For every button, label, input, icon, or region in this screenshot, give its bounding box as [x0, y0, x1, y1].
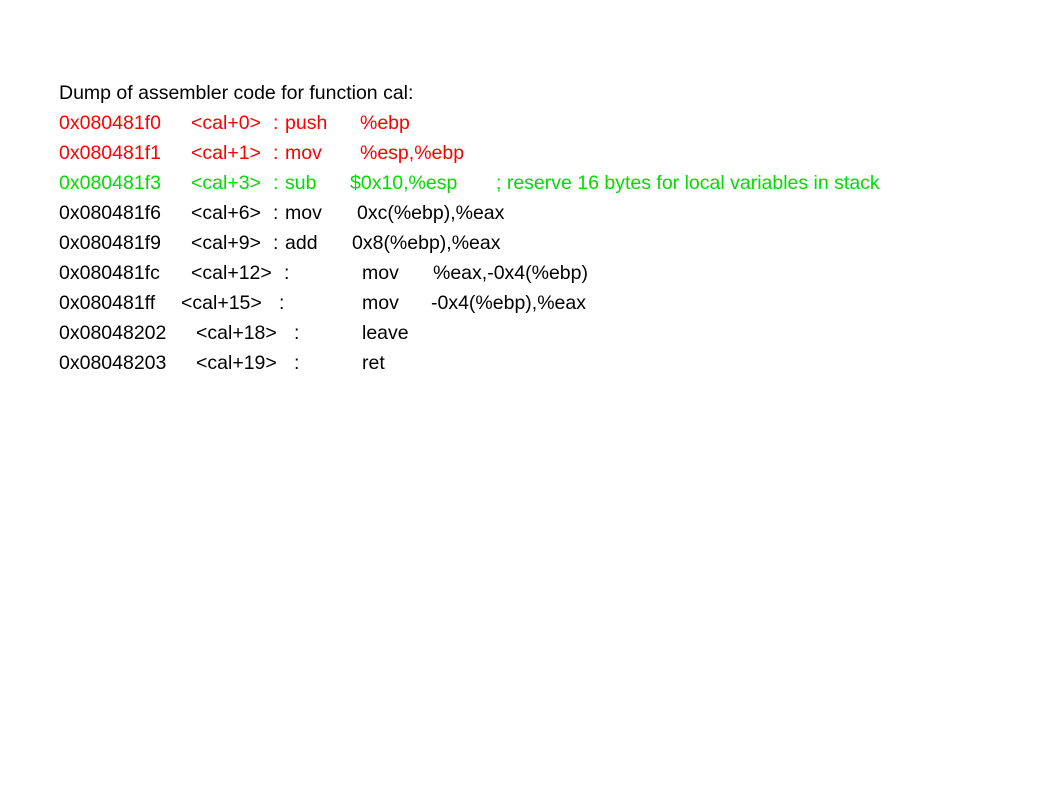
- asm-symbol-label: <cal+3>: [191, 172, 261, 194]
- asm-mnemonic: mov: [285, 202, 322, 224]
- asm-operands: 0xc(%ebp),%eax: [357, 202, 505, 224]
- asm-separator: :: [273, 202, 279, 224]
- assembly-dump: Dump of assembler code for function cal:…: [59, 78, 1039, 378]
- asm-address: 0x080481f9: [59, 232, 161, 254]
- asm-symbol-label: <cal+15>: [181, 292, 262, 314]
- asm-operands: $0x10,%esp: [350, 172, 458, 194]
- asm-mnemonic: add: [285, 232, 318, 254]
- asm-line: 0x08048203 <cal+19> : ret: [59, 348, 1039, 378]
- asm-symbol-label: <cal+0>: [191, 112, 261, 134]
- asm-address: 0x080481f6: [59, 202, 161, 224]
- asm-symbol-label: <cal+9>: [191, 232, 261, 254]
- asm-mnemonic: leave: [362, 322, 409, 344]
- asm-line: 0x080481f0 <cal+0> : push %ebp: [59, 108, 1039, 138]
- asm-symbol-label: <cal+1>: [191, 142, 261, 164]
- asm-mnemonic: mov: [362, 262, 399, 284]
- asm-symbol-label: <cal+18>: [196, 322, 277, 344]
- asm-separator: :: [279, 292, 285, 314]
- asm-separator: :: [294, 352, 300, 374]
- asm-mnemonic: push: [285, 112, 328, 134]
- asm-separator: :: [284, 262, 290, 284]
- asm-separator: :: [273, 232, 279, 254]
- asm-mnemonic: mov: [285, 142, 322, 164]
- dump-heading: Dump of assembler code for function cal:: [59, 78, 1039, 108]
- asm-operands: -0x4(%ebp),%eax: [431, 292, 586, 314]
- asm-address: 0x080481f0: [59, 112, 161, 134]
- asm-mnemonic: ret: [362, 352, 385, 374]
- asm-separator: :: [273, 172, 279, 194]
- asm-line: 0x080481f9 <cal+9> : add 0x8(%ebp),%eax: [59, 228, 1039, 258]
- asm-comment: ; reserve 16 bytes for local variables i…: [496, 172, 880, 194]
- asm-separator: :: [294, 322, 300, 344]
- asm-symbol-label: <cal+6>: [191, 202, 261, 224]
- asm-line: 0x080481f6 <cal+6> : mov 0xc(%ebp),%eax: [59, 198, 1039, 228]
- asm-line: 0x080481ff <cal+15> : mov -0x4(%ebp),%ea…: [59, 288, 1039, 318]
- asm-address: 0x080481fc: [59, 262, 160, 284]
- asm-symbol-label: <cal+12>: [191, 262, 272, 284]
- asm-line: 0x08048202 <cal+18> : leave: [59, 318, 1039, 348]
- asm-symbol-label: <cal+19>: [196, 352, 277, 374]
- asm-address: 0x08048203: [59, 352, 167, 374]
- dump-heading-text: Dump of assembler code for function cal:: [59, 82, 414, 104]
- asm-address: 0x080481f1: [59, 142, 161, 164]
- asm-operands: %esp,%ebp: [360, 142, 465, 164]
- asm-mnemonic: mov: [362, 292, 399, 314]
- asm-line: 0x080481f1 <cal+1> : mov %esp,%ebp: [59, 138, 1039, 168]
- asm-address: 0x080481ff: [59, 292, 156, 314]
- asm-separator: :: [273, 142, 279, 164]
- asm-operands: 0x8(%ebp),%eax: [352, 232, 501, 254]
- asm-mnemonic: sub: [285, 172, 317, 194]
- asm-line: 0x080481fc <cal+12> : mov %eax,-0x4(%ebp…: [59, 258, 1039, 288]
- asm-address: 0x08048202: [59, 322, 167, 344]
- asm-operands: %eax,-0x4(%ebp): [433, 262, 588, 284]
- asm-operands: %ebp: [360, 112, 410, 134]
- asm-line: 0x080481f3 <cal+3> : sub $0x10,%esp ; re…: [59, 168, 1039, 198]
- asm-address: 0x080481f3: [59, 172, 161, 194]
- asm-separator: :: [273, 112, 279, 134]
